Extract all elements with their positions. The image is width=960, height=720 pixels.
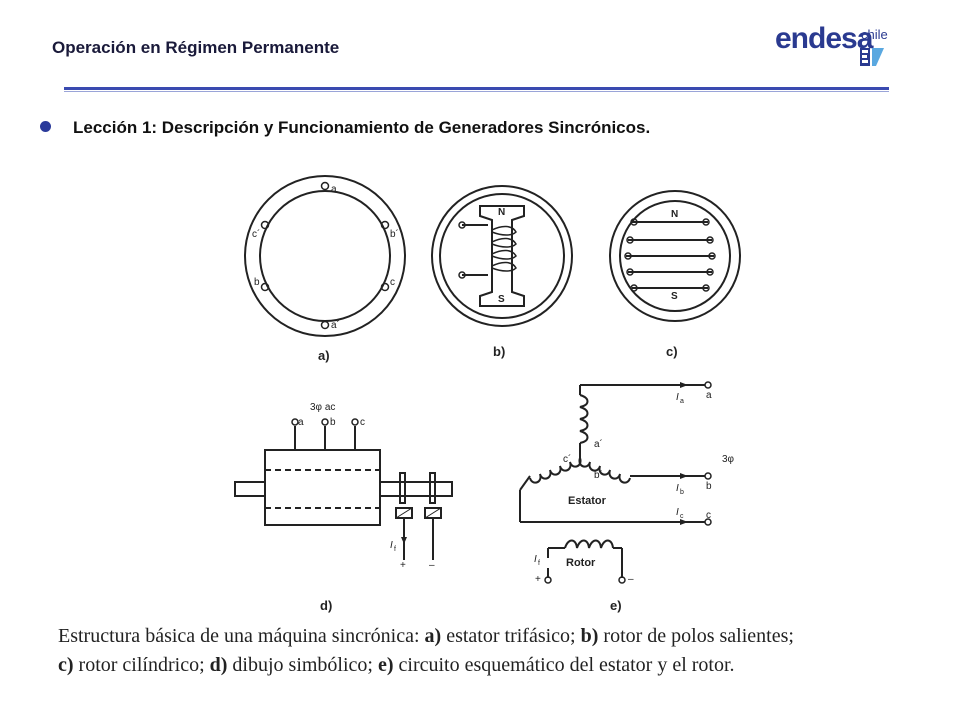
e-a-prime: a´ — [594, 438, 603, 450]
caption-text-b: rotor de polos salientes; — [598, 625, 794, 647]
e-current-a: I — [676, 392, 679, 403]
stator-ring-diagram — [244, 175, 406, 337]
caption-key-d: d) — [209, 654, 228, 676]
caption-text-e: circuito esquemático del estator y el ro… — [393, 654, 735, 676]
e-field-current: I — [534, 554, 537, 565]
terminal-label-c: c — [390, 277, 395, 288]
pole-s-salient: S — [498, 294, 505, 305]
e-terminal-c: c — [706, 510, 711, 521]
caption-text-c: rotor cilíndrico; — [73, 654, 210, 676]
e-phase-label: 3φ — [722, 454, 735, 465]
endesa-logo: endesa chile — [775, 22, 895, 70]
logo-word: endesa — [775, 22, 873, 55]
caption-key-e: e) — [377, 654, 394, 676]
caption-text-a: estator trifásico; — [441, 625, 581, 647]
terminal-label-c-prime: c´ — [252, 228, 260, 240]
logo-mark-icon — [860, 48, 884, 66]
d-plus: + — [400, 560, 406, 571]
panel-label-b: b) — [493, 344, 505, 359]
panel-label-d: d) — [320, 598, 332, 613]
panel-label-c: c) — [666, 344, 678, 359]
e-current-c: I — [676, 507, 679, 518]
machine-figure: a c´ b´ b c a´ N S N S 3φ ac a b c I f +… — [234, 175, 741, 613]
e-plus: + — [535, 574, 541, 585]
bullet-icon — [40, 121, 51, 132]
lesson-heading: Lección 1: Descripción y Funcionamiento … — [73, 118, 651, 137]
e-b-prime: b´ — [594, 469, 603, 481]
e-field-sub: f — [538, 560, 540, 567]
page-title: Operación en Régimen Permanente — [52, 38, 340, 57]
pole-n-salient: N — [498, 207, 505, 218]
e-rotor-label: Rotor — [566, 557, 596, 569]
d-minus: – — [429, 560, 435, 571]
d-terminal-a: a — [298, 417, 304, 428]
e-terminal-b: b — [706, 481, 712, 492]
caption-key-a: a) — [424, 625, 442, 647]
figure-caption: Estructura básica de una máquina sincrón… — [58, 622, 938, 680]
pole-n-cylindrical: N — [671, 209, 678, 220]
terminal-label-a: a — [331, 184, 337, 195]
symbolic-diagram — [234, 418, 453, 560]
caption-key-c: c) — [58, 654, 74, 676]
e-current-b-sub: b — [680, 489, 684, 496]
e-stator-label: Estator — [568, 495, 607, 507]
e-current-a-sub: a — [680, 398, 684, 405]
caption-line-1: Estructura básica de una máquina sincrón… — [58, 622, 938, 651]
panel-label-e: e) — [610, 598, 622, 613]
schematic-diagram — [519, 381, 712, 584]
panel-label-a: a) — [318, 348, 330, 363]
e-minus: – — [628, 574, 634, 585]
d-field-sub: f — [394, 546, 396, 553]
e-terminal-a: a — [706, 390, 712, 401]
e-current-b: I — [676, 483, 679, 494]
header-rule-thin — [64, 91, 889, 92]
salient-rotor-diagram — [431, 185, 573, 327]
caption-key-b: b) — [580, 625, 599, 647]
d-terminal-c: c — [360, 417, 365, 428]
pole-s-cylindrical: S — [671, 291, 678, 302]
terminal-label-a-prime: a´ — [331, 319, 340, 331]
cylindrical-rotor-diagram — [609, 190, 741, 322]
terminal-label-b-prime: b´ — [390, 228, 399, 240]
caption-prefix: Estructura básica de una máquina sincrón… — [58, 625, 425, 647]
e-c-prime: c´ — [563, 453, 571, 465]
e-current-c-sub: c — [680, 513, 684, 520]
supply-label: 3φ ac — [310, 402, 335, 413]
terminal-label-b: b — [254, 277, 260, 288]
d-terminal-b: b — [330, 417, 336, 428]
logo-sub: chile — [861, 27, 888, 42]
caption-line-2: c) rotor cilíndrico; d) dibujo simbólico… — [58, 651, 938, 680]
header-rule — [64, 87, 889, 90]
caption-text-d: dibujo simbólico; — [227, 654, 378, 676]
d-field-current: I — [390, 540, 393, 551]
